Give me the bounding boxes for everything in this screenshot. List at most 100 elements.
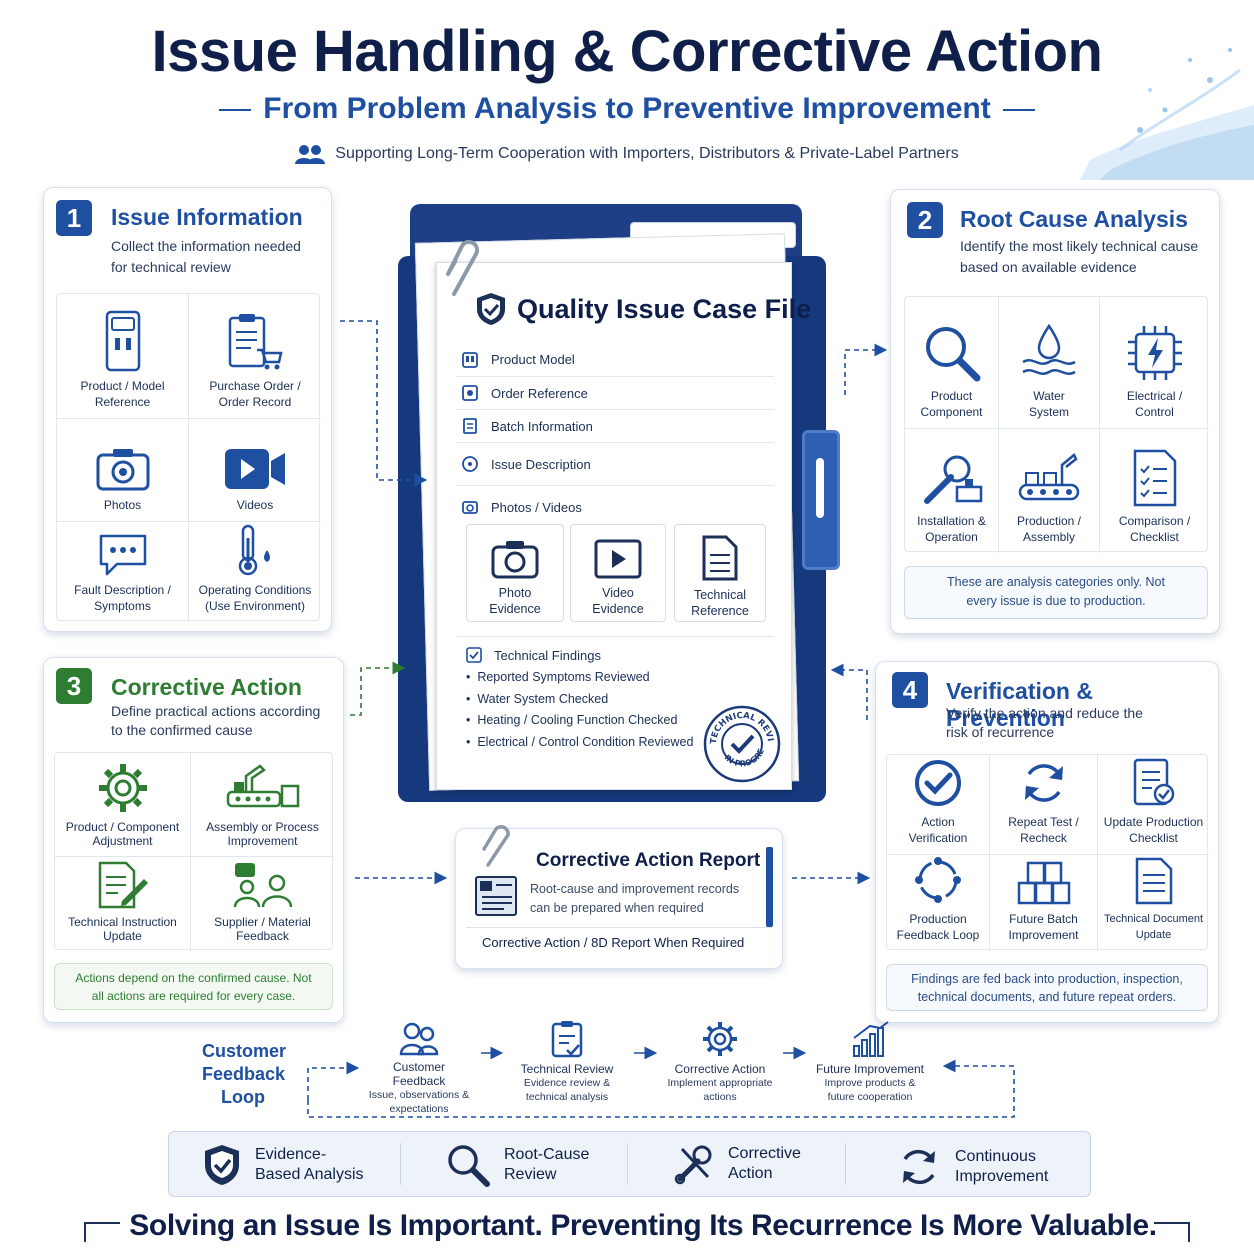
grid-item: Assembly or Process Improvement (191, 753, 334, 857)
checkbox-icon (466, 647, 482, 663)
finding-item: • Heating / Cooling Function Checked (466, 713, 678, 727)
growth-chart-icon (853, 1021, 889, 1057)
slogan-bracket-left (84, 1222, 120, 1242)
people-icon (295, 144, 326, 164)
subtitle-text: From Problem Analysis to Preventive Impr… (263, 92, 991, 125)
report-accent-bar (766, 847, 773, 927)
thermometer-icon (238, 524, 270, 576)
loop-step-desc: Improve products & future cooperation (824, 1077, 916, 1103)
tagline-text: Supporting Long-Term Cooperation with Im… (335, 145, 959, 163)
photos-videos-icon (462, 501, 478, 514)
principle-label: Corrective Action (728, 1145, 801, 1182)
finding-text: Heating / Cooling Function Checked (477, 713, 678, 727)
shield-check-icon (477, 293, 505, 325)
camera-icon (491, 541, 539, 579)
root-cause-card: 2 Root Cause Analysis Identify the most … (890, 189, 1220, 634)
loop-step-title: Technical Review (520, 1062, 614, 1076)
item-label: Assembly or Process Improvement (206, 820, 319, 848)
section-title: Issue Information (111, 204, 303, 230)
paperclip-icon (482, 825, 510, 867)
magnifier-icon (448, 1145, 490, 1187)
section-note: Findings are fed back into production, i… (886, 964, 1208, 1011)
case-file-row: Photos / Videos (457, 486, 774, 528)
finding-text: Reported Symptoms Reviewed (477, 670, 650, 684)
grid-item: Product / Model Reference (57, 294, 189, 419)
corrective-action-card: 3 Corrective Action Define practical act… (43, 657, 344, 1023)
document-icon (702, 535, 738, 581)
wrench-icon (923, 455, 982, 504)
corrective-grid: Product / Component Adjustment Assembly … (54, 752, 334, 951)
principle-label: Evidence-Based Analysis (255, 1146, 364, 1183)
item-label: Operating Conditions (Use Environment) (198, 583, 312, 613)
report-footer: Corrective Action / 8D Report When Requi… (482, 935, 745, 950)
video-play-icon (594, 539, 642, 579)
principle-divider (845, 1143, 846, 1185)
step-number-badge: 1 (56, 200, 92, 236)
case-file-rows: Product Model Order Reference Batch Info… (457, 343, 774, 528)
cycle-arrows-icon (903, 1149, 935, 1185)
section-description: Collect the information needed for techn… (111, 238, 301, 275)
issue-information-card: 1 Issue Information Collect the informat… (43, 187, 332, 632)
grid-item: Action Verification (887, 755, 990, 855)
finding-item: • Reported Symptoms Reviewed (466, 670, 650, 684)
case-file-title: Quality Issue Case File (517, 294, 812, 324)
tagline: Supporting Long-Term Cooperation with Im… (0, 144, 1254, 164)
principle-item: Continuous Improvement (897, 1145, 1055, 1189)
findings-divider (457, 636, 774, 637)
people-icon (399, 1022, 439, 1056)
water-splash-decoration (1080, 48, 1254, 180)
report-document-icon (475, 876, 517, 916)
item-label: Technical Instruction Update (68, 915, 177, 943)
loop-step: Corrective Action Implement appropriate … (662, 1020, 778, 1104)
section-note: Actions depend on the confirmed cause. N… (54, 963, 333, 1010)
item-label: Comparison / Checklist (1118, 514, 1191, 544)
item-label: Fault Description / Symptoms (74, 583, 171, 613)
item-label: Videos (236, 498, 274, 512)
grid-item: Installation & Operation (905, 429, 999, 553)
row-label: Product Model (491, 352, 575, 367)
paperclip-icon (446, 240, 480, 296)
water-drop-icon (1022, 324, 1076, 375)
evidence-label: Video Evidence (592, 586, 644, 616)
technical-findings: Technical Findings • Reported Symptoms R… (466, 647, 706, 753)
loop-step: Customer Feedback Issue, observations & … (366, 1022, 472, 1116)
grid-item: Update Production Checklist (1098, 755, 1209, 855)
item-label: Production / Assembly (1016, 514, 1082, 544)
shield-check-icon (205, 1145, 239, 1185)
item-label: Repeat Test / Recheck (1008, 815, 1079, 845)
step-number-badge: 4 (892, 672, 928, 708)
principles-bar (168, 1131, 1091, 1197)
item-label: Action Verification (908, 815, 968, 845)
item-label: Photos (103, 498, 142, 512)
clipboard-check-icon (551, 1021, 583, 1058)
finding-text: Water System Checked (477, 691, 609, 706)
report-title: Corrective Action Report (536, 850, 761, 871)
evidence-tech-box: Technical Reference (674, 524, 766, 622)
principle-item: Evidence-Based Analysis (203, 1143, 365, 1187)
feedback-loop-label: Customer Feedback Loop (202, 1041, 287, 1107)
item-label: Installation & Operation (917, 514, 986, 544)
case-file-row: Product Model (457, 343, 774, 377)
section-description: Identify the most likely technical cause… (960, 238, 1199, 275)
finding-text: Electrical / Control Condition Reviewed (477, 734, 694, 749)
refresh-icon (1024, 764, 1063, 802)
grid-item: Fault Description / Symptoms (57, 522, 189, 622)
section-title: Verification & Prevention (946, 678, 1093, 731)
camera-icon (96, 449, 149, 491)
grid-item: Production / Assembly (999, 429, 1100, 553)
chat-bubble-icon (99, 534, 146, 576)
loop-step-title: Corrective Action (674, 1062, 766, 1076)
magnifier-icon (925, 327, 980, 382)
findings-heading: Technical Findings (466, 647, 706, 663)
grid-item: Product Component (905, 297, 999, 429)
clipboard-cart-icon (228, 314, 283, 370)
case-file-row: Issue Description (457, 443, 774, 486)
item-label: Purchase Order / Order Record (209, 379, 301, 409)
finding-item: • Water System Checked (466, 691, 609, 706)
section-title: Corrective Action (111, 674, 302, 700)
paper-sheet-main (436, 262, 792, 790)
item-label: Technical Document Update (1103, 913, 1204, 941)
slogan-bracket-right (1154, 1222, 1190, 1242)
loop-step-desc: Issue, observations & expectations (368, 1089, 470, 1115)
principle-item: Corrective Action (674, 1143, 818, 1185)
